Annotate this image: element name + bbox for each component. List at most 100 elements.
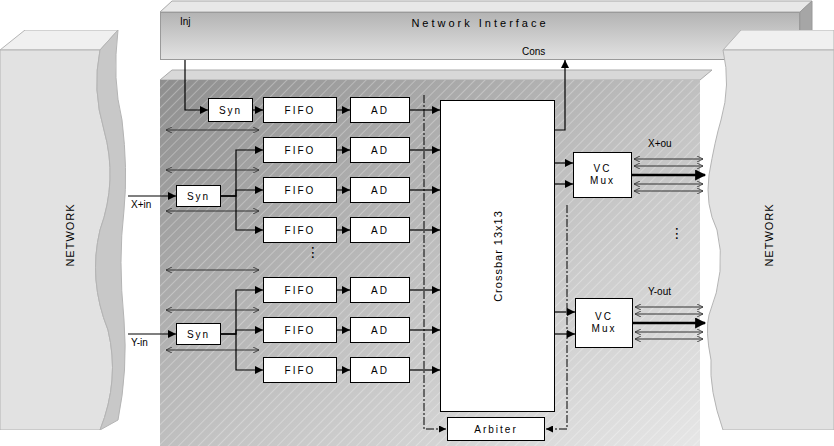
node-label: FIFO [285, 145, 316, 156]
flow-control-arrow [166, 170, 259, 171]
signal-connector [632, 174, 705, 177]
node-label: Syn [187, 191, 210, 202]
node-label: AD [371, 145, 389, 156]
node-label: VC Mux [590, 163, 615, 188]
signal-connector [337, 109, 350, 110]
flow-control-arrow [166, 350, 259, 351]
node-label: FIFO [285, 285, 316, 296]
signal-connector [410, 229, 440, 230]
flow-control-arrow [635, 307, 703, 308]
flow-control-arrow [166, 130, 259, 131]
signal-connector [128, 333, 176, 334]
fifo-buffer: FIFO [263, 177, 337, 203]
network-cloud-face [0, 30, 118, 50]
network-cloud: NETWORK [0, 30, 128, 430]
router-panel [160, 80, 700, 446]
flow-control-arrow [166, 310, 259, 311]
node-label: NETWORK [64, 203, 76, 266]
flow-control-arrow [166, 211, 259, 212]
node-label: VC Mux [592, 311, 617, 336]
signal-label: Y-out [648, 286, 671, 297]
flow-control-arrows [166, 130, 259, 350]
flow-control-arrow [635, 332, 703, 333]
fifo-buffer: FIFO [263, 217, 337, 243]
panel-hatching [160, 80, 700, 446]
flow-control-arrows [634, 159, 703, 339]
address-decoder: AD [350, 357, 410, 383]
signal-connector [128, 195, 176, 196]
signal-connector [410, 289, 440, 290]
address-decoder: AD [350, 277, 410, 303]
signal-connector [253, 109, 263, 110]
flow-control-arrow [166, 270, 259, 271]
crossbar-switch: Crossbar 13x13 [440, 100, 555, 412]
signal-label: ⋮ [670, 225, 684, 241]
signal-connector [221, 334, 263, 370]
address-decoder: AD [350, 177, 410, 203]
signal-connector [337, 369, 350, 370]
signal-connector [337, 149, 350, 150]
signal-connector [410, 369, 440, 370]
vc-multiplexer: VC Mux [573, 152, 632, 198]
node-label: Syn [187, 329, 210, 340]
node-label: FIFO [285, 325, 316, 336]
signal-connector [221, 196, 263, 230]
network-cloud-face [707, 50, 834, 430]
signal-connector [221, 190, 263, 196]
signal-connector [555, 183, 573, 184]
signal-label: Y-in [131, 337, 148, 348]
fifo-buffer: FIFO [263, 357, 337, 383]
node-label: AD [371, 225, 389, 236]
address-decoder: AD [350, 317, 410, 343]
signal-connector [221, 290, 263, 334]
signal-connector [633, 322, 705, 325]
node-label: AD [371, 365, 389, 376]
flow-control-arrow [635, 314, 703, 315]
node-label: FIFO [285, 225, 316, 236]
signal-connector [337, 289, 350, 290]
node-label: AD [371, 185, 389, 196]
flow-control-arrow [634, 191, 703, 192]
node-label: AD [371, 285, 389, 296]
vc-multiplexer: VC Mux [575, 298, 633, 348]
band-top-face [160, 1, 812, 12]
signal-connector [410, 149, 440, 150]
signal-connector [185, 60, 208, 110]
sync-box: Syn [208, 98, 253, 122]
network-interface-band: Network Interface [160, 12, 800, 60]
node-label: AD [371, 105, 389, 116]
node-label: Network Interface [411, 17, 548, 29]
flow-control-arrow [634, 166, 703, 167]
signal-connector [410, 109, 440, 110]
signal-label: X+in [131, 199, 151, 210]
node-label: Arbiter [474, 424, 517, 435]
node-label: Crossbar 13x13 [492, 210, 504, 302]
node-label: AD [371, 325, 389, 336]
arbiter-box: Arbiter [447, 417, 545, 441]
signal-connector [555, 311, 575, 312]
signal-connector [555, 162, 573, 163]
signal-label: Inj [180, 16, 191, 27]
network-cloud-face [0, 50, 113, 430]
fifo-buffer: FIFO [263, 277, 337, 303]
fifo-buffer: FIFO [263, 137, 337, 163]
node-label: FIFO [285, 105, 316, 116]
signal-connector [221, 150, 263, 196]
signal-connector [555, 333, 575, 334]
signal-connector [337, 329, 350, 330]
signal-connector [337, 229, 350, 230]
signal-connector [555, 60, 565, 130]
address-decoder: AD [350, 217, 410, 243]
node-label: FIFO [285, 185, 316, 196]
address-decoder: AD [350, 97, 410, 123]
network-cloud-face [96, 30, 126, 430]
sync-box: Syn [176, 185, 221, 207]
node-label: NETWORK [763, 203, 775, 266]
signal-label: ⋮ [306, 244, 320, 260]
flow-control-arrow [634, 184, 703, 185]
signal-connector [337, 189, 350, 190]
node-label: FIFO [285, 365, 316, 376]
network-cloud: NETWORK [705, 30, 834, 430]
